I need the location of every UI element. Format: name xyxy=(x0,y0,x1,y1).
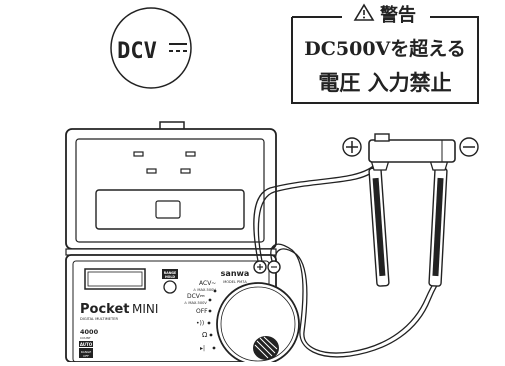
warning-triangle-icon xyxy=(353,3,375,21)
battery-positive-terminal xyxy=(374,133,390,142)
minus-symbol-icon xyxy=(459,137,479,157)
dcv-badge-label: DCV xyxy=(117,39,157,64)
lcd-display xyxy=(84,268,146,290)
meter-lid xyxy=(65,128,277,250)
dial-ohm-label: Ω xyxy=(202,331,208,339)
dial-continuity-label: •)) xyxy=(196,320,204,327)
brand-label: sanwa xyxy=(221,269,250,278)
dial-diode-label: ▸| xyxy=(200,345,205,352)
product-name-light: MINI xyxy=(132,302,158,316)
auto-off-label: OFF xyxy=(83,354,89,358)
plus-symbol-icon xyxy=(342,137,362,157)
warning-header: 警告 xyxy=(380,4,416,26)
black-test-probe xyxy=(428,159,449,287)
dial-dcv-label: DCV⎓ xyxy=(187,293,205,300)
dc-symbol-icon xyxy=(169,43,187,52)
warning-box: 警告 DC500Vを超える 電圧 入力禁止 xyxy=(291,3,479,104)
multimeter: RANGE HOLD sanwa MODEL PM7A Pocket MINI … xyxy=(65,121,300,366)
dial-acv-max: ⚠ MAX.500V xyxy=(193,288,216,292)
battery xyxy=(368,133,456,163)
range-hold-label: RANGE xyxy=(164,271,176,275)
dial-off-label: OFF xyxy=(196,308,208,315)
dcv-mode-badge: DCV xyxy=(110,7,192,89)
dial-acv-label: ACV~ xyxy=(199,280,216,287)
auto-range-label: RANGE xyxy=(81,350,92,354)
dial-knob-icon xyxy=(253,336,279,360)
range-hold-button[interactable] xyxy=(162,269,178,279)
warning-line-1: DC500Vを超える xyxy=(304,37,465,60)
product-name-bold: Pocket xyxy=(80,302,130,317)
input-jacks xyxy=(253,260,281,274)
model-label: MODEL PM7A xyxy=(223,280,247,284)
svg-text:HOLD: HOLD xyxy=(165,275,175,279)
red-test-probe xyxy=(368,159,390,287)
dial-dcv-max: ⚠ MAX.500V xyxy=(184,301,207,305)
count-value: 4000 xyxy=(80,328,99,336)
auto-label: AUTO xyxy=(80,342,93,347)
test-leads xyxy=(253,161,441,358)
rotary-selector-dial[interactable] xyxy=(216,282,300,366)
warning-line-2: 電圧 入力禁止 xyxy=(318,71,451,95)
product-subtitle: DIGITAL MULTIMETER xyxy=(80,317,119,321)
count-label: COUNT xyxy=(80,336,91,340)
